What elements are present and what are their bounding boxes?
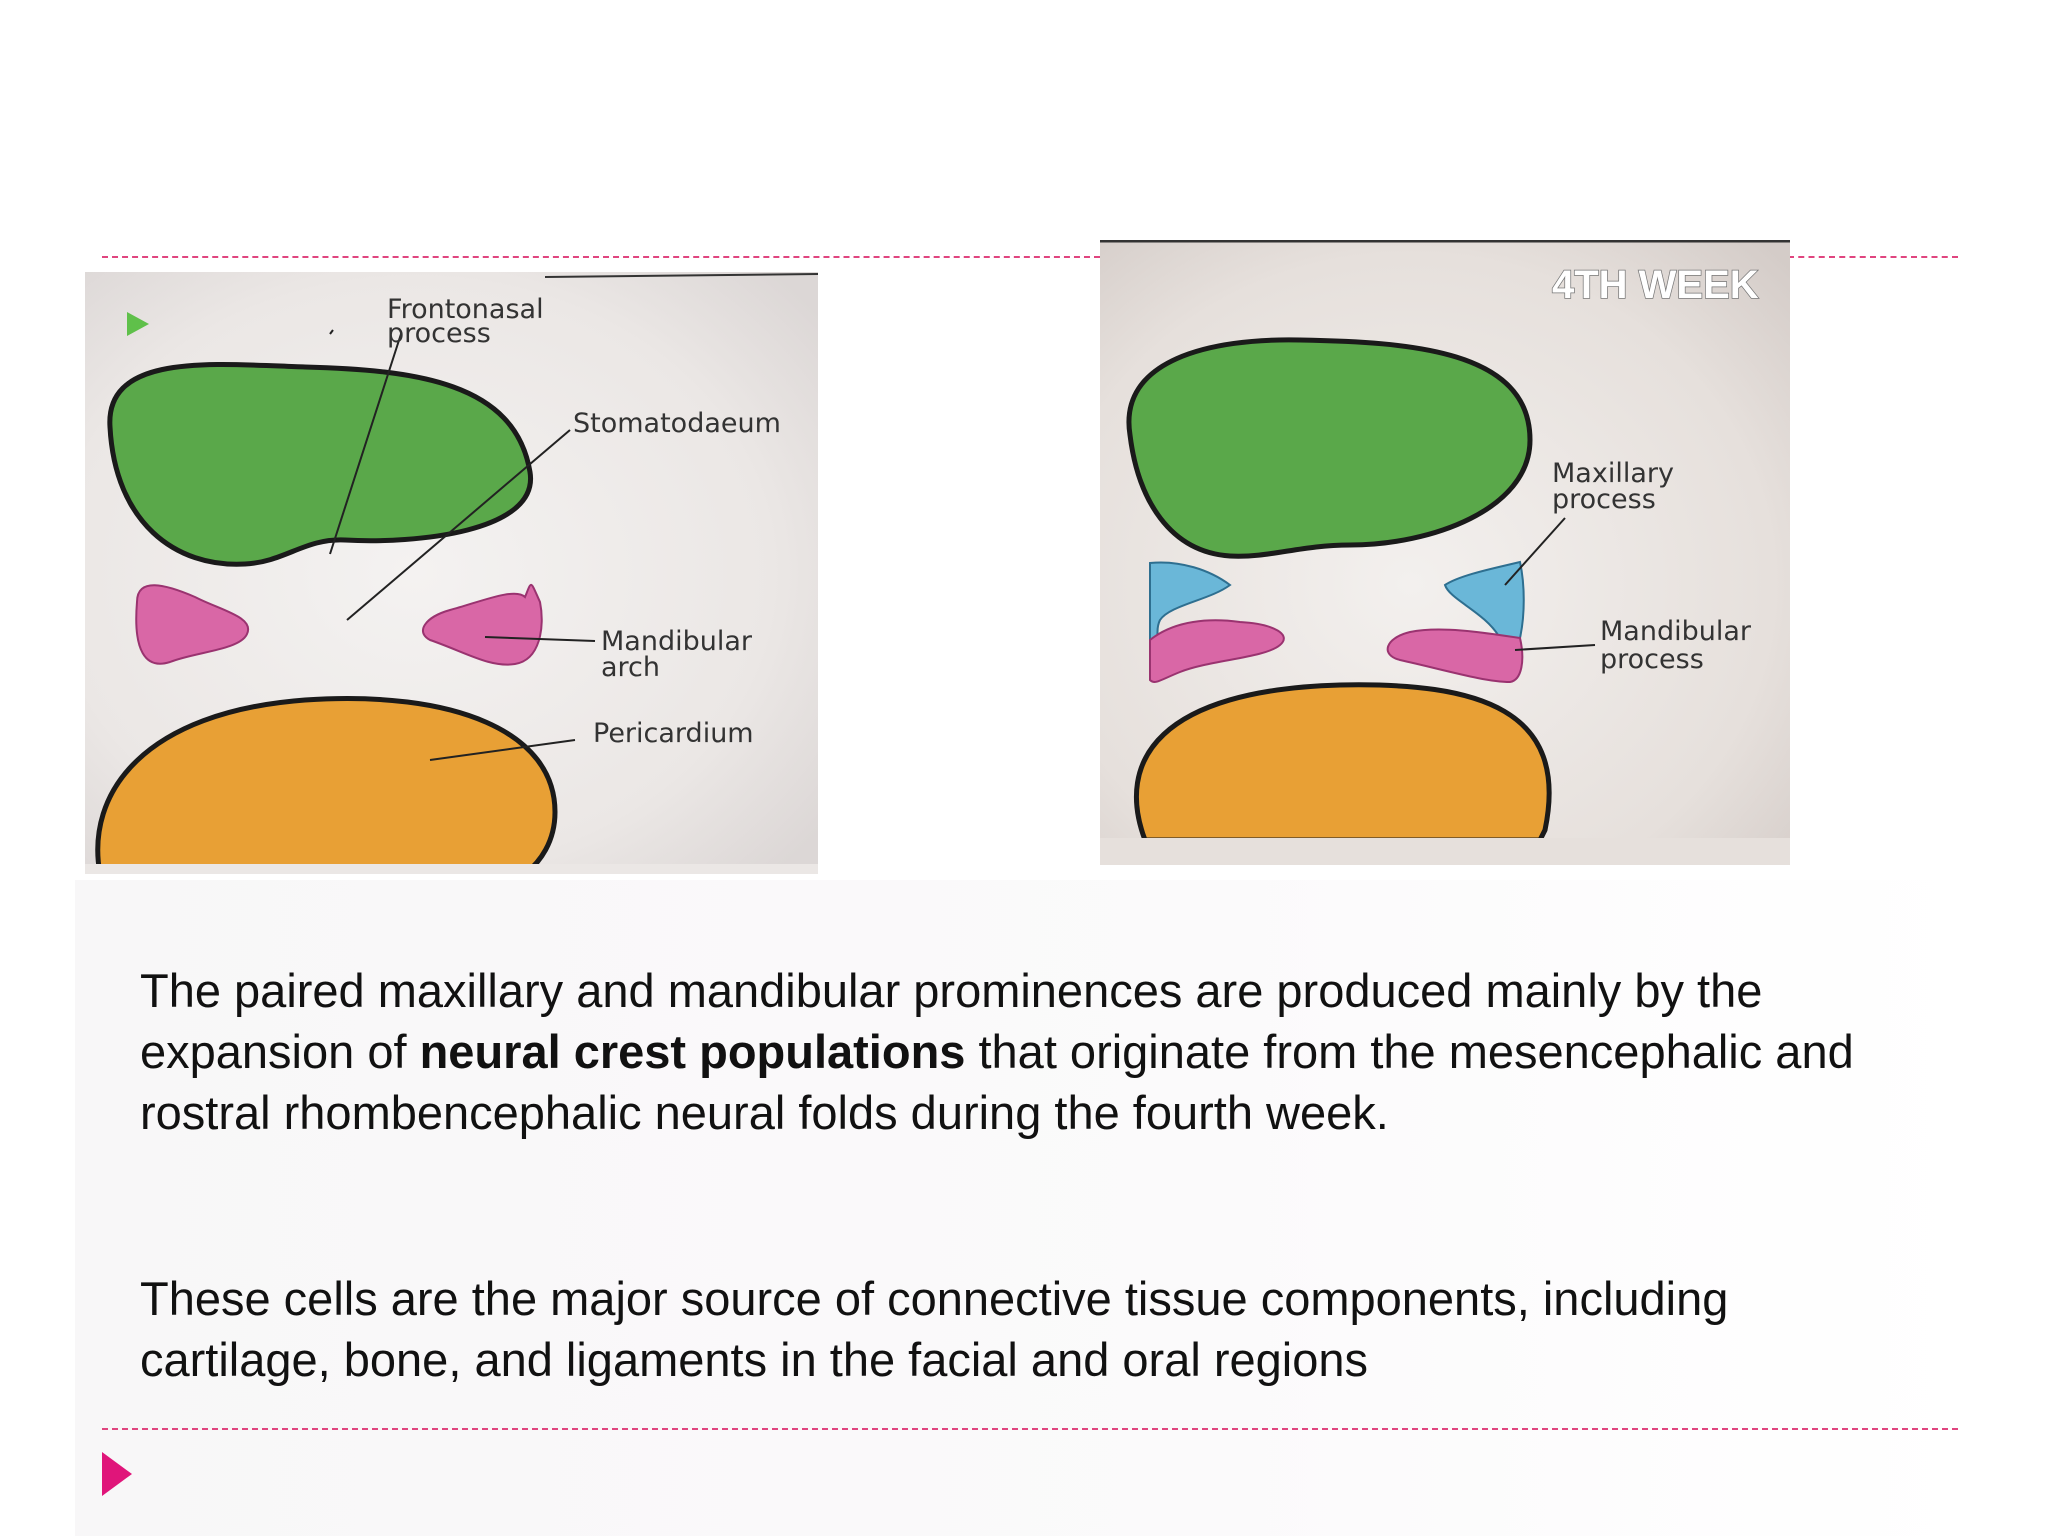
paragraph-1-emphasis: neural crest populations	[419, 1025, 966, 1078]
label-stomatodaeum: Stomatodaeum	[573, 408, 781, 439]
label-mandibular-process-line1: Mandibular	[1600, 616, 1752, 647]
label-mandibular-arch-line2: arch	[601, 652, 660, 683]
mandibular-arch-leader-line	[484, 636, 596, 642]
label-mandibular-process-line2: process	[1600, 644, 1704, 675]
top-dashed-divider	[102, 256, 1100, 258]
leader-tick	[329, 329, 334, 335]
paragraph-neural-crest: The paired maxillary and mandibular prom…	[140, 960, 1930, 1143]
maxillary-leader-line	[1504, 517, 1566, 586]
paragraph-1-tail: that originate from the mesencephalic an…	[140, 1025, 1854, 1139]
frontonasal-process-shape	[107, 361, 533, 567]
fourth-week-diagram-svg: 4TH WEEK Maxillary process Mandibular pr…	[1100, 240, 1790, 865]
figure-edge-line	[544, 273, 818, 278]
frontonasal-process-shape	[1126, 337, 1533, 559]
mandibular-process-leader-line	[1514, 644, 1596, 651]
pericardium-shape	[95, 696, 558, 874]
paragraph-connective-tissue: These cells are the major source of conn…	[140, 1272, 1729, 1386]
green-triangle-icon	[127, 312, 149, 336]
week-label: 4TH WEEK	[1552, 263, 1759, 307]
paragraph-1-lead: The paired maxillary and mandibular prom…	[140, 964, 1763, 1078]
frontonasal-leader-line	[329, 333, 402, 555]
figure-early-face-diagram: Frontonasal process Stomatodaeum Mandibu…	[85, 272, 818, 874]
label-maxillary-line2: process	[1552, 484, 1656, 515]
label-mandibular-arch-line1: Mandibular	[601, 626, 753, 657]
figure-fourth-week-diagram: 4TH WEEK Maxillary process Mandibular pr…	[1100, 240, 1790, 865]
mandibular-arch-left-shape	[135, 584, 250, 665]
maxillary-process-right-shape	[1443, 560, 1525, 639]
early-face-diagram-svg: Frontonasal process Stomatodaeum Mandibu…	[85, 272, 818, 874]
pericardium-leader-line	[429, 739, 576, 761]
label-maxillary-line1: Maxillary	[1552, 458, 1674, 489]
bottom-dashed-divider	[102, 1428, 1958, 1430]
mandibular-process-right-shape	[1386, 628, 1524, 684]
mandibular-arch-right-shape	[422, 583, 543, 666]
figure-bottom-band	[85, 864, 818, 874]
text-panel-background	[75, 880, 1975, 1536]
label-pericardium: Pericardium	[593, 718, 754, 749]
mandibular-process-left-shape	[1149, 619, 1285, 683]
top-dashed-divider-right	[1788, 256, 1958, 258]
label-frontonasal-line2: process	[387, 318, 491, 349]
label-frontonasal-line1: Frontonasal	[387, 294, 544, 325]
pericardium-shape	[1134, 682, 1552, 843]
pink-triangle-bullet-icon	[102, 1452, 132, 1496]
figure-bottom-band	[1100, 838, 1790, 865]
stomatodaeum-leader-line	[346, 429, 571, 621]
